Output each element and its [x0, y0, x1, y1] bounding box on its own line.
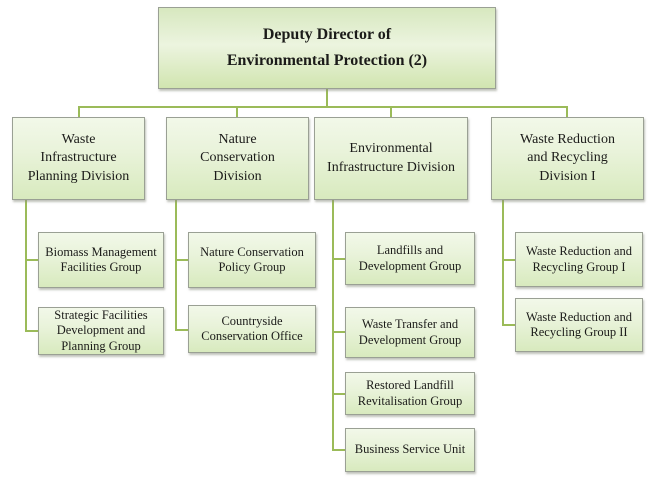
connector-elbow	[502, 259, 515, 261]
connector-root-stub	[326, 89, 328, 107]
org-node-nature-conservation-policy-group: Nature Conservation Policy Group	[188, 232, 316, 288]
org-node-waste-reduction-recycling-group-2: Waste Reduction and Recycling Group II	[515, 298, 643, 352]
org-node-waste-transfer-development-group: Waste Transfer and Development Group	[345, 307, 475, 358]
connector-bus	[78, 106, 568, 108]
org-node-label-line2: Environmental Protection (2)	[226, 52, 428, 69]
connector-elbow	[332, 393, 345, 395]
connector-drop-3	[390, 106, 392, 117]
connector-elbow	[25, 259, 38, 261]
org-node-waste-infrastructure-planning-division: Waste Infrastructure Planning Division	[12, 117, 145, 200]
connector-col4-vertical	[502, 200, 504, 326]
connector-elbow	[332, 449, 345, 451]
org-node-strategic-facilities-development-planning-group: Strategic Facilities Development and Pla…	[38, 307, 164, 355]
org-node-label: Nature Conservation Division	[200, 132, 275, 184]
org-node-label: Waste Reduction and Recycling Division I	[520, 132, 615, 184]
connector-elbow	[502, 324, 515, 326]
org-node-label: Waste Reduction and Recycling Group II	[526, 309, 632, 339]
org-node-business-service-unit: Business Service Unit	[345, 428, 475, 472]
org-node-label: Waste Infrastructure Planning Division	[27, 132, 130, 184]
connector-elbow	[332, 331, 345, 333]
org-node-nature-conservation-division: Nature Conservation Division	[166, 117, 309, 200]
org-node-label: Waste Reduction and Recycling Group I	[526, 244, 632, 274]
org-node-label: Nature Conservation Policy Group	[200, 244, 304, 274]
connector-elbow	[175, 259, 188, 261]
org-node-restored-landfill-revitalisation-group: Restored Landfill Revitalisation Group	[345, 372, 475, 415]
org-node-label: Business Service Unit	[354, 442, 466, 457]
org-node-label: Countryside Conservation Office	[201, 313, 303, 343]
org-node-label: Strategic Facilities Development and Pla…	[54, 308, 148, 353]
connector-elbow	[25, 330, 38, 332]
connector-elbow	[175, 329, 188, 331]
org-node-label: Waste Transfer and Development Group	[358, 317, 462, 347]
org-node-label: Restored Landfill Revitalisation Group	[357, 378, 463, 408]
org-node-countryside-conservation-office: Countryside Conservation Office	[188, 305, 316, 353]
org-node-environmental-infrastructure-division: Environmental Infrastructure Division	[314, 117, 468, 200]
connector-drop-4	[566, 106, 568, 117]
org-node-deputy-director: Deputy Director of Environmental Protect…	[158, 7, 496, 89]
org-node-label: Landfills and Development Group	[358, 243, 462, 273]
connector-drop-1	[78, 106, 80, 117]
connector-col2-vertical	[175, 200, 177, 331]
connector-elbow	[332, 258, 345, 260]
org-node-waste-reduction-recycling-division-1: Waste Reduction and Recycling Division I	[491, 117, 644, 200]
org-node-waste-reduction-recycling-group-1: Waste Reduction and Recycling Group I	[515, 232, 643, 287]
org-node-label: Environmental Infrastructure Division	[327, 141, 455, 175]
org-node-biomass-management-facilities-group: Biomass Management Facilities Group	[38, 232, 164, 288]
org-node-label-line1: Deputy Director of	[262, 26, 392, 44]
org-node-landfills-development-group: Landfills and Development Group	[345, 232, 475, 285]
org-node-label: Deputy Director of Environmental Protect…	[227, 22, 427, 74]
connector-col3-vertical	[332, 200, 334, 451]
org-node-label: Biomass Management Facilities Group	[45, 244, 157, 274]
connector-drop-2	[236, 106, 238, 117]
connector-col1-vertical	[25, 200, 27, 332]
